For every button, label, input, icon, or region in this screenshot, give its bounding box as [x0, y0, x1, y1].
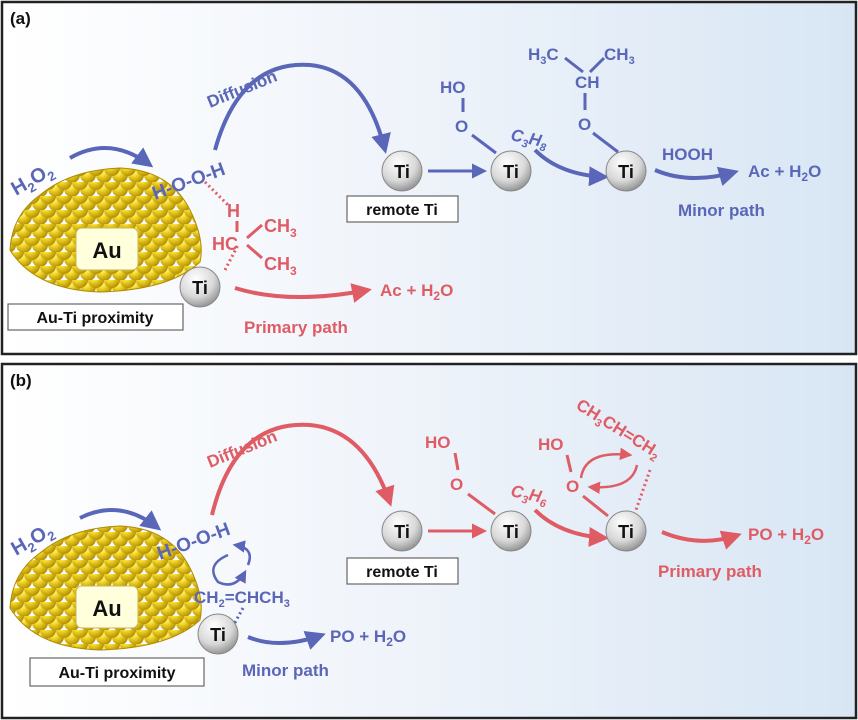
au-nanoparticle: Au [9, 167, 202, 293]
svg-text:Ti: Ti [192, 278, 208, 298]
diffusion-arrow [213, 62, 391, 154]
proximity-label: Au-Ti proximity [36, 310, 153, 327]
ti-ooh-group: HO O [425, 433, 496, 516]
ti-atom-remote-1: Ti [381, 510, 423, 552]
svg-text:Ti: Ti [394, 522, 410, 542]
near-path-arrow [247, 630, 326, 650]
remote-path-arrow [661, 530, 742, 550]
au-label-box [75, 227, 139, 271]
ti-ooh-group: HO O [440, 78, 497, 155]
ti-atom-remote-2: Ti [490, 510, 532, 552]
remote-label: remote Ti [366, 564, 438, 581]
au-nanoparticle: Au [9, 525, 202, 651]
propylene-near: CH2=CHCH3 [194, 588, 290, 610]
electron-flow-arrow [232, 540, 252, 566]
svg-text:HO: HO [425, 433, 451, 452]
svg-text:Ti: Ti [503, 162, 519, 182]
panel-b: (b) Au H2O2 H-O-O-H Diffusion CH2=CHCH3 … [0, 362, 858, 720]
remote-label: remote Ti [366, 202, 438, 219]
panel-a-label: (a) [10, 9, 31, 28]
panel-a: (a) Au H2O2 H-O-O-H Diffusion H HC CH3 C [0, 0, 858, 356]
svg-text:HC: HC [212, 234, 238, 254]
near-path-label: Minor path [242, 661, 329, 680]
remote-box [346, 557, 459, 585]
near-product: Ac + H2O [380, 281, 453, 303]
ti-atom-remote-1: Ti [381, 150, 423, 192]
svg-text:H3C: H3C [528, 45, 559, 67]
proximity-box [29, 657, 205, 687]
diffusion-arrow [210, 422, 395, 516]
adsorption-arrow [69, 146, 154, 168]
electron-flow-arrow [587, 464, 639, 494]
electron-flow-arrow [212, 553, 247, 586]
panel-b-label: (b) [10, 371, 32, 390]
au-label: Au [92, 596, 121, 621]
svg-text:CH: CH [575, 73, 600, 92]
svg-text:Ti: Ti [618, 162, 634, 182]
ti-atom-remote-2: Ti [490, 150, 532, 192]
remote-path-label: Minor path [678, 201, 765, 220]
proximity-box [7, 303, 184, 331]
au-label: Au [92, 238, 121, 263]
remote-path-label: Primary path [658, 562, 762, 581]
svg-text:HO: HO [538, 435, 564, 454]
remote-box [346, 195, 459, 223]
svg-text:O: O [566, 477, 579, 496]
adsorption-arrow [79, 508, 162, 531]
ti-atom-near: Ti [179, 266, 221, 308]
remote-product: Ac + H2O [748, 162, 821, 184]
proximity-label: Au-Ti proximity [58, 665, 175, 682]
ti-atom-remote-3: Ti [605, 510, 647, 552]
ti-atom-near: Ti [197, 613, 239, 655]
oxidant-label: HOOH [662, 145, 713, 164]
remote-path-arrow [654, 166, 739, 187]
au-label-box [75, 585, 139, 629]
svg-text:O: O [450, 475, 463, 494]
propane-feed-arrow [533, 148, 609, 187]
isopropoxy-intermediate: H3C CH3 CH O [528, 45, 635, 154]
svg-text:H: H [227, 201, 240, 221]
svg-text:HO: HO [440, 78, 466, 97]
propylene-feed-arrow [533, 508, 609, 547]
svg-text:O: O [455, 117, 468, 136]
svg-text:Ti: Ti [618, 522, 634, 542]
svg-text:O: O [578, 115, 591, 134]
svg-text:Ti: Ti [503, 522, 519, 542]
svg-text:Ti: Ti [210, 625, 226, 645]
near-path-arrow [234, 283, 372, 303]
svg-text:CH3: CH3 [604, 45, 635, 67]
near-path-label: Primary path [244, 318, 348, 337]
near-product: PO + H2O [330, 627, 406, 649]
remote-product: PO + H2O [748, 525, 824, 547]
electron-flow-arrow [579, 447, 633, 479]
ti-coordination-dots [230, 607, 245, 629]
svg-text:Ti: Ti [394, 162, 410, 182]
ti-atom-remote-3: Ti [605, 150, 647, 192]
hbond-dots [203, 180, 232, 209]
